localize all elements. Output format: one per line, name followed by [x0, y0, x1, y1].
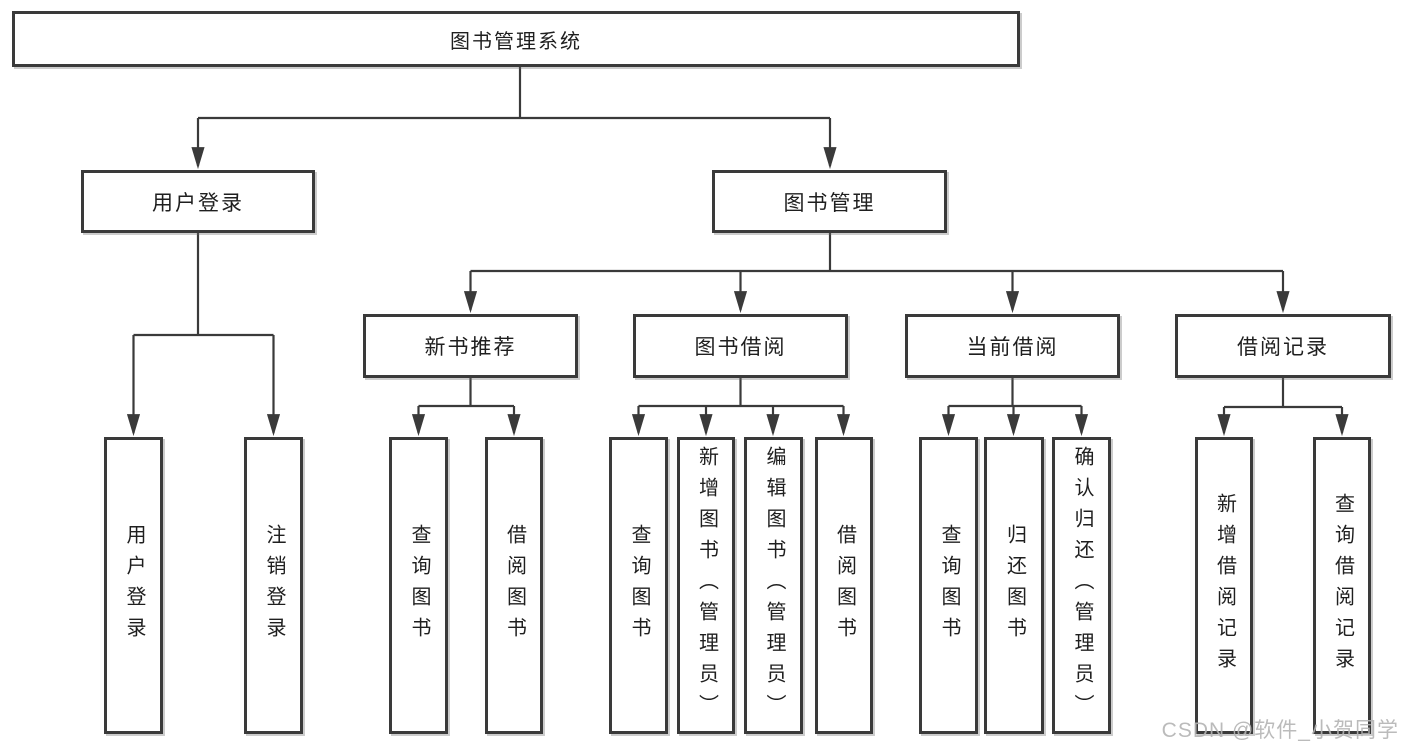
leaf-label: 查询图书	[628, 523, 650, 648]
node-label: 新书推荐	[424, 336, 517, 359]
csdn-watermark: CSDN @软件_小贺同学	[1161, 719, 1399, 742]
node-root-system: 图书管理系统	[12, 11, 1020, 67]
leaf-label: 注销登录	[263, 523, 285, 648]
leaf-label: 查询图书	[408, 523, 430, 648]
leaf-label: 新增借阅记录	[1213, 492, 1236, 679]
node-label: 借阅记录	[1237, 336, 1329, 359]
node-label: 图书管理	[783, 191, 876, 215]
leaf-borrow-books: 借阅图书	[485, 437, 543, 734]
leaf-edit-books-admin: 编辑图书（管理员）	[744, 437, 803, 734]
node-new-book-recommend: 新书推荐	[363, 314, 578, 378]
leaf-add-borrow-record: 新增借阅记录	[1195, 437, 1253, 734]
leaf-user-login: 用户登录	[104, 437, 163, 734]
connector-current-to-leaves	[941, 378, 1089, 437]
node-label: 图书借阅	[694, 336, 787, 359]
leaf-return-books: 归还图书	[984, 437, 1044, 734]
node-book-management-branch: 图书管理	[712, 170, 947, 233]
connector-records-to-leaves	[1217, 378, 1349, 437]
leaf-label: 借阅图书	[833, 523, 856, 648]
connector-management-to-l3	[463, 233, 1290, 314]
node-user-login-branch: 用户登录	[81, 170, 315, 233]
leaf-label: 借阅图书	[503, 523, 526, 648]
leaf-label: 归还图书	[1003, 523, 1026, 648]
leaf-label: 编辑图书（管理员）	[763, 446, 785, 725]
leaf-label: 用户登录	[123, 523, 145, 648]
leaf-query-books: 查询图书	[609, 437, 668, 734]
node-label: 当前借阅	[966, 336, 1059, 359]
leaf-query-books: 查询图书	[389, 437, 448, 734]
connector-borrow-to-leaves	[631, 378, 851, 437]
leaf-label: 查询借阅记录	[1331, 492, 1354, 679]
leaf-add-books-admin: 新增图书（管理员）	[677, 437, 735, 734]
leaf-label: 确认归还（管理员）	[1071, 446, 1093, 725]
node-book-borrowing: 图书借阅	[633, 314, 848, 378]
leaf-query-borrow-record: 查询借阅记录	[1313, 437, 1371, 734]
leaf-label: 查询图书	[938, 523, 960, 648]
connector-root-to-l2	[191, 67, 837, 170]
connector-newbook-to-leaves	[411, 378, 521, 437]
leaf-borrow-books: 借阅图书	[815, 437, 873, 734]
node-label: 用户登录	[152, 191, 244, 215]
leaf-confirm-return-admin: 确认归还（管理员）	[1052, 437, 1111, 734]
leaf-label: 新增图书（管理员）	[695, 446, 718, 725]
leaf-query-books: 查询图书	[919, 437, 978, 734]
node-root-label: 图书管理系统	[450, 30, 582, 53]
node-borrowing-records: 借阅记录	[1175, 314, 1391, 378]
connector-login-to-leaves	[126, 233, 281, 437]
node-current-borrowing: 当前借阅	[905, 314, 1120, 378]
leaf-logout: 注销登录	[244, 437, 303, 734]
